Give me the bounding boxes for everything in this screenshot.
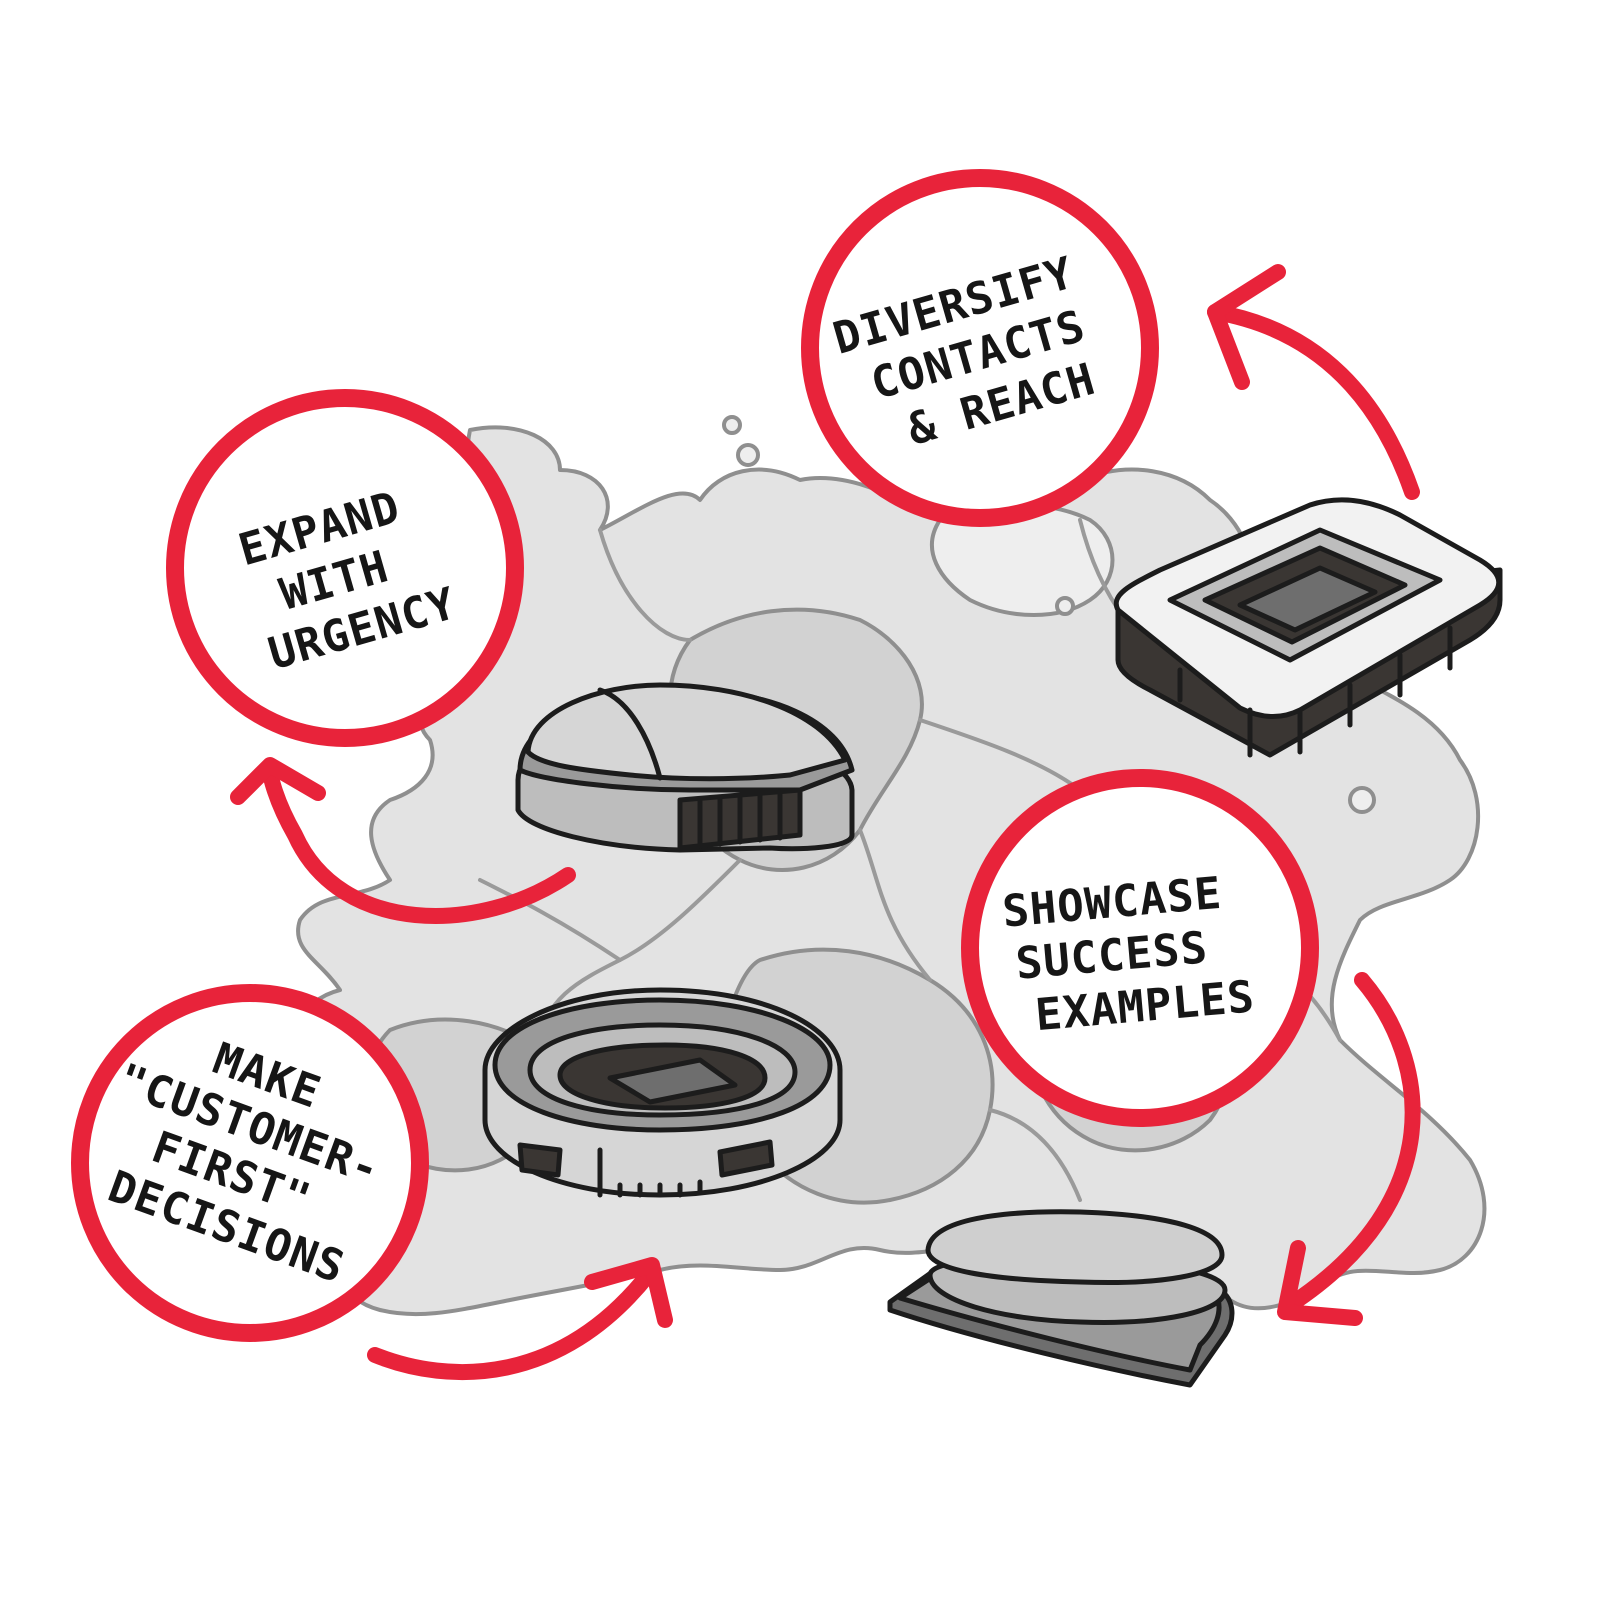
- shell-roof-stadium-icon: [887, 1209, 1235, 1388]
- map-island-4: [1055, 596, 1075, 616]
- step-ring: [71, 984, 429, 1342]
- arrow-to-diversify: [1207, 264, 1420, 500]
- map-island-1: [722, 415, 742, 435]
- open-bowl-stadium-icon: [482, 987, 843, 1198]
- domed-stadium-icon: [515, 682, 855, 853]
- rectangular-stadium-icon: [1113, 497, 1503, 758]
- cycle-arrows: [230, 264, 1421, 1380]
- arrow-to-showcase-stadium: [1277, 972, 1421, 1326]
- svg-text:SHOWCASE SUCCESS E: SHOWCASE SUCCESS EXAMPLES: [1000, 865, 1260, 1043]
- step-diversify-contacts: DIVERSIFY CONTACTS & REACH: [801, 169, 1159, 527]
- step-customer-first: MAKE "CUSTOMER- FIRST" DECISIONS: [71, 984, 429, 1342]
- step-ring: [166, 389, 524, 747]
- map-island-2: [736, 443, 760, 467]
- arrow-to-expand: [230, 757, 576, 924]
- map-island-3: [1348, 786, 1376, 814]
- step-showcase-success: SHOWCASE SUCCESS EXAMPLES: [961, 769, 1319, 1127]
- step-expand-with-urgency: EXPAND WITH URGENCY: [166, 389, 524, 747]
- arrow-to-bowl-stadium: [367, 1257, 673, 1380]
- step-ring: [801, 169, 1159, 527]
- step-ring: [961, 769, 1319, 1127]
